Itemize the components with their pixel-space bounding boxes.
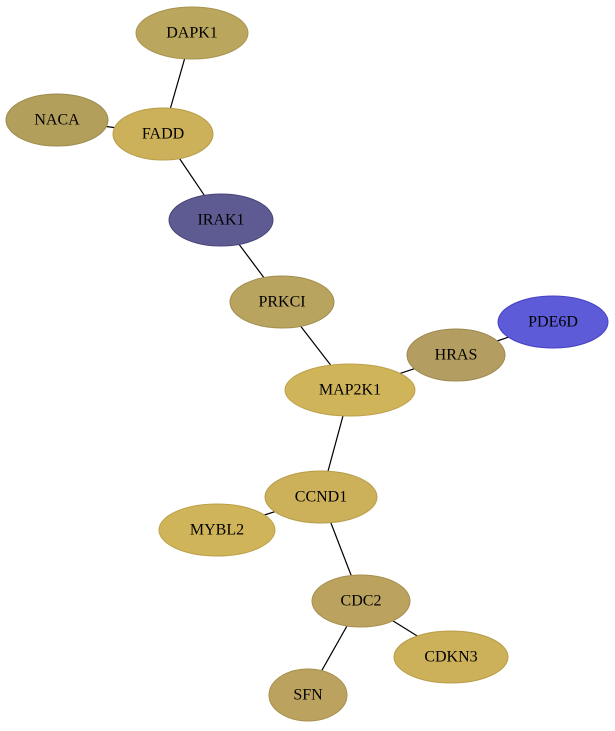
node-ellipse[interactable] [311, 574, 411, 628]
node-cdc2[interactable]: CDC2 [311, 574, 411, 628]
node-label: CDKN3 [424, 649, 477, 666]
node-prkci[interactable]: PRKCI [229, 275, 335, 329]
node-ellipse[interactable] [393, 630, 509, 684]
node-naca[interactable]: NACA [5, 93, 109, 147]
node-sfn[interactable]: SFN [268, 668, 348, 722]
node-label: NACA [34, 112, 80, 129]
edge-prkci-map2k1 [300, 325, 332, 366]
node-label: DAPK1 [166, 25, 218, 42]
node-ellipse[interactable] [158, 503, 276, 557]
edge-map2k1-ccnd1 [327, 415, 344, 472]
edge-irak1-prkci [238, 244, 265, 278]
edge-dapk1-fadd [169, 58, 186, 109]
edge-hras-pde6d [497, 336, 509, 342]
node-ellipse[interactable] [229, 275, 335, 329]
node-ellipse[interactable] [268, 668, 348, 722]
edge-map2k1-hras [399, 368, 415, 374]
edge-fadd-irak1 [179, 158, 205, 196]
node-ellipse[interactable] [5, 93, 109, 147]
node-dapk1[interactable]: DAPK1 [135, 6, 249, 60]
node-label: CCND1 [295, 489, 347, 506]
edges-layer [106, 58, 509, 671]
edge-ccnd1-cdc2 [330, 522, 352, 576]
node-pde6d[interactable]: PDE6D [497, 295, 609, 349]
node-label: PDE6D [528, 314, 578, 331]
node-label: CDC2 [341, 593, 382, 610]
edge-ccnd1-mybl2 [264, 511, 275, 516]
node-ellipse[interactable] [168, 193, 274, 247]
node-label: IRAK1 [197, 212, 244, 229]
node-ellipse[interactable] [135, 6, 249, 60]
node-label: HRAS [435, 347, 478, 364]
node-ellipse[interactable] [264, 470, 378, 524]
node-irak1[interactable]: IRAK1 [168, 193, 274, 247]
node-fadd[interactable]: FADD [112, 107, 214, 161]
node-label: FADD [142, 126, 184, 143]
node-label: MAP2K1 [319, 382, 381, 399]
node-ccnd1[interactable]: CCND1 [264, 470, 378, 524]
node-hras[interactable]: HRAS [406, 328, 506, 382]
node-label: PRKCI [258, 294, 305, 311]
edge-naca-fadd [106, 125, 115, 129]
edge-cdc2-sfn [321, 625, 348, 671]
node-ellipse[interactable] [112, 107, 214, 161]
node-label: SFN [293, 687, 323, 704]
node-label: MYBL2 [190, 522, 244, 539]
node-cdkn3[interactable]: CDKN3 [393, 630, 509, 684]
node-ellipse[interactable] [284, 363, 416, 417]
edge-cdc2-cdkn3 [392, 620, 418, 637]
node-ellipse[interactable] [406, 328, 506, 382]
node-map2k1[interactable]: MAP2K1 [284, 363, 416, 417]
node-mybl2[interactable]: MYBL2 [158, 503, 276, 557]
node-ellipse[interactable] [497, 295, 609, 349]
